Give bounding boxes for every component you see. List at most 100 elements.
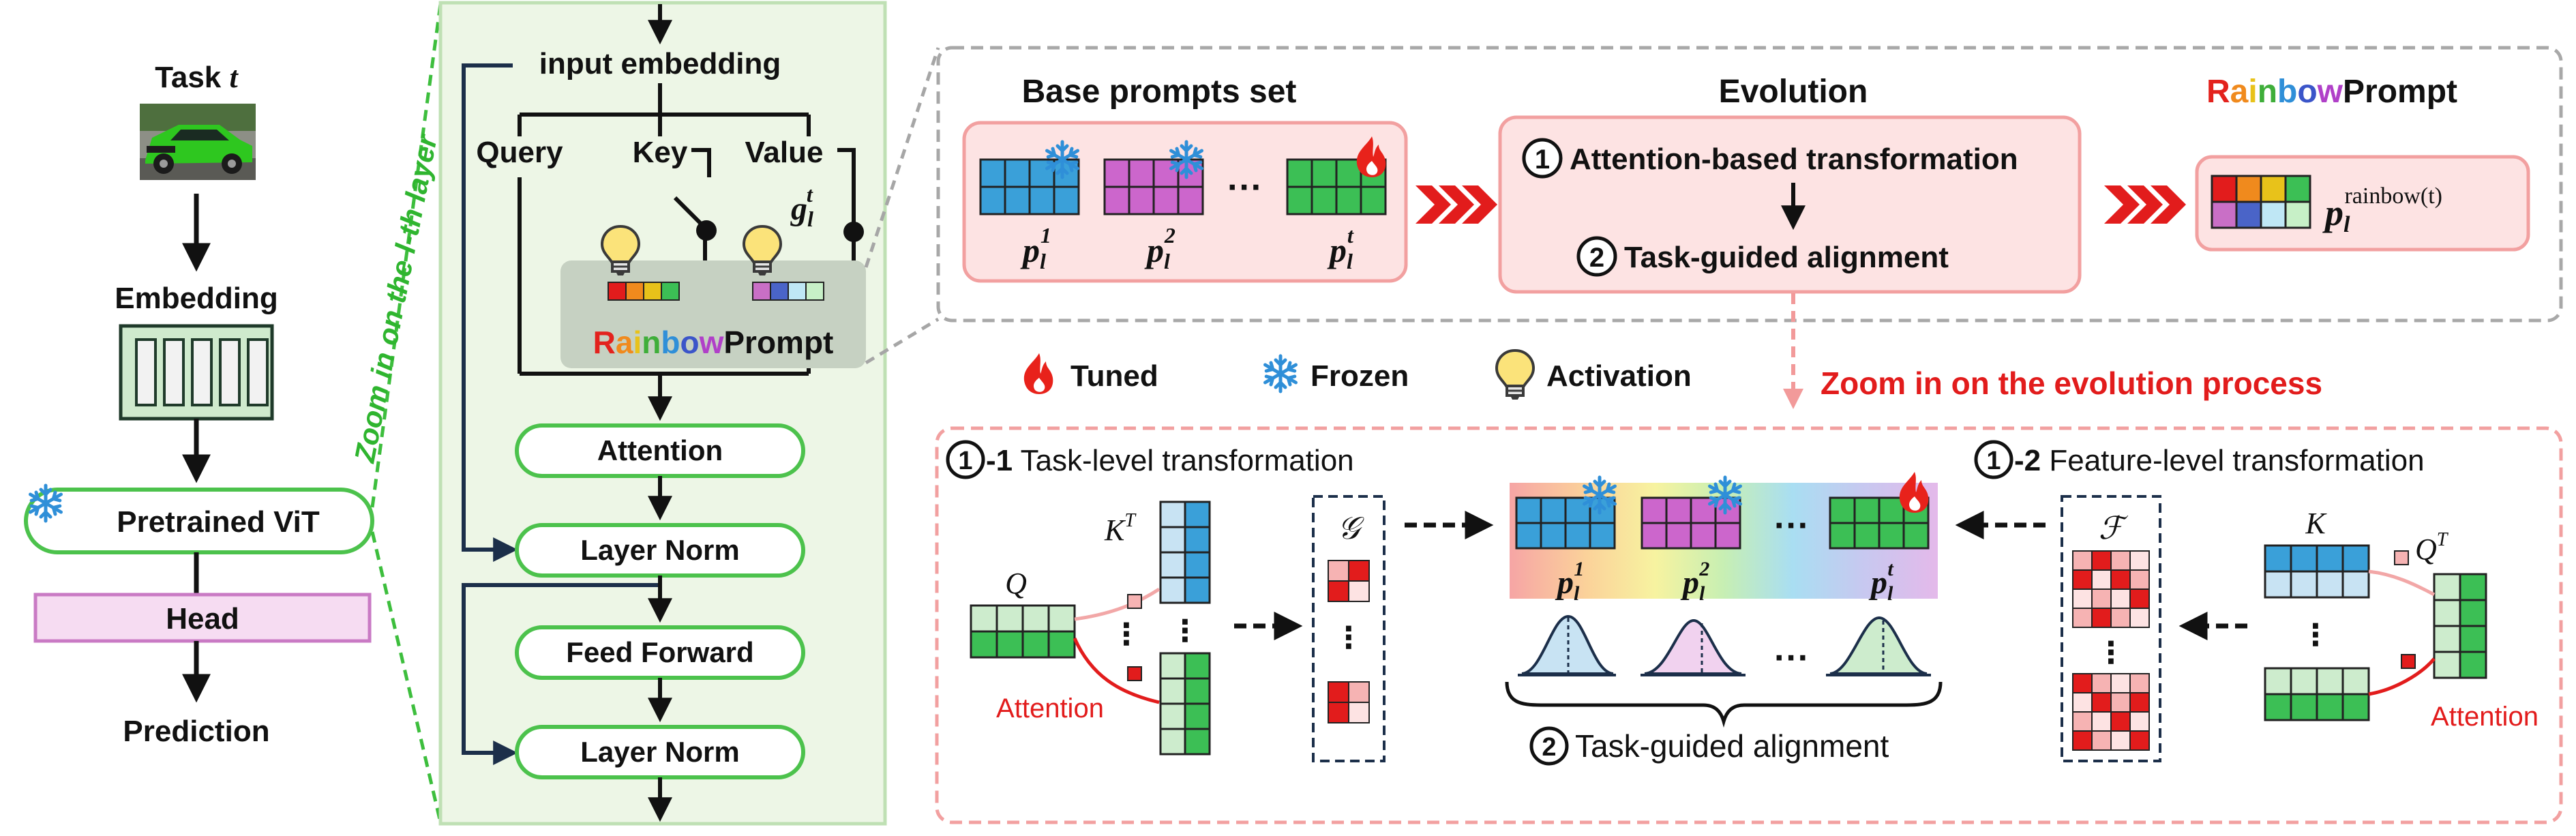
alignment-brace	[1505, 681, 1943, 728]
legend-tuned-flame-icon	[1023, 353, 1053, 394]
p1-label: pl1	[1020, 223, 1051, 273]
task-level-num: 1	[958, 447, 972, 475]
attention-score-dark-right	[2401, 654, 2416, 669]
head-box	[33, 593, 372, 643]
value-switch-node	[843, 222, 864, 242]
attention-label-right: Attention	[2431, 702, 2538, 732]
attention-link-top-left	[1074, 587, 1160, 621]
base-prompts-ellipsis: ···	[1227, 168, 1263, 207]
pretrained-vit-label: Pretrained ViT	[117, 505, 320, 539]
pt-label: plt	[1327, 223, 1354, 273]
task-level-title: -1 Task-level transformation	[986, 444, 1354, 477]
alignment-num: 2	[1542, 733, 1556, 762]
head-label: Head	[166, 602, 239, 636]
k-vdots: ⋮	[2301, 618, 2331, 652]
f-vdots: ⋮	[2096, 636, 2126, 670]
evolution-overview-panel: Base prompts set Evolution RainbowPrompt…	[936, 46, 2563, 323]
qt-label: QT	[2415, 529, 2449, 566]
f-grid-bottom	[2072, 673, 2150, 751]
q-label: Q	[1005, 567, 1027, 600]
q-vdots: ⋮	[1111, 618, 1141, 651]
legend-activation-bulb-icon	[1495, 349, 1535, 401]
kt-matrix-top	[1159, 501, 1211, 604]
kt-matrix-bottom	[1159, 652, 1211, 756]
k-label: K	[2305, 507, 2327, 540]
center-p2-label: pl2	[1680, 558, 1709, 605]
rainbowprompt-title-top: RainbowPrompt	[2206, 74, 2457, 110]
residual-line-2	[462, 583, 660, 765]
legend-tuned-label: Tuned	[1070, 359, 1158, 393]
zoom-prompt-line-top	[864, 47, 940, 268]
prediction-label: Prediction	[123, 715, 269, 748]
legend: Tuned Frozen Activation	[1023, 349, 1692, 401]
left-pipeline: Task t Embedding Pretrained ViT Head Pre…	[24, 61, 374, 748]
residual-line-1	[462, 63, 518, 562]
layer-panel: input embedding Query Key Value glt	[438, 1, 887, 826]
attention-label: Attention	[597, 434, 723, 466]
base-prompts-title: Base prompts set	[1022, 74, 1297, 110]
task-level-circle	[946, 440, 985, 479]
distribution-1	[1518, 614, 1616, 676]
zoom-line-bottom	[370, 531, 443, 823]
key-label: Key	[633, 136, 688, 169]
legend-activation-label: Activation	[1546, 359, 1692, 393]
zoom-evolution-label: Zoom in on the evolution process	[1821, 365, 2322, 401]
qkv-split	[518, 83, 811, 136]
legend-frozen-snowflake-icon	[1265, 356, 1296, 391]
attention-link-top-right	[2368, 569, 2436, 597]
attention-score-light-left	[1127, 594, 1142, 609]
rainbow-prompt-result-grid	[2211, 175, 2311, 229]
alignment-circle	[1529, 726, 1569, 766]
center-prompt-2	[1641, 496, 1741, 550]
feature-level-num: 1	[1986, 447, 2001, 475]
evolution-title: Evolution	[1719, 74, 1868, 110]
p-rainbow-label: plrainbow(t)	[2322, 183, 2442, 237]
attention-label-left: Attention	[996, 693, 1104, 723]
car-image	[140, 104, 256, 180]
k-matrix-top	[2264, 544, 2370, 599]
legend-frozen-label: Frozen	[1311, 359, 1409, 393]
layer-panel-bg	[438, 1, 887, 826]
feed-forward-label: Feed Forward	[566, 636, 753, 668]
distribution-ellipsis: ···	[1774, 638, 1810, 678]
zoom-prompt-line-bottom	[865, 317, 940, 365]
merge-into-attention	[518, 177, 811, 376]
q-matrix	[970, 604, 1076, 659]
step2-circle	[1576, 236, 1617, 277]
attention-link-bottom-left	[1073, 637, 1160, 704]
layer-norm-1-label: Layer Norm	[580, 534, 739, 566]
qt-matrix	[2433, 573, 2487, 679]
zoom-line-top	[370, 3, 443, 508]
attention-score-dark-left	[1127, 666, 1142, 681]
step1-num: 1	[1535, 145, 1550, 175]
value-label: Value	[745, 136, 824, 169]
center-p1-label: pl1	[1555, 558, 1584, 605]
query-label: Query	[476, 136, 563, 169]
zoom-layer-label: Zoom in on the l-th layer	[348, 130, 444, 465]
layer-norm-2-label: Layer Norm	[580, 736, 739, 768]
g-grid-bottom	[1328, 681, 1370, 723]
k-matrix-bottom	[2264, 667, 2370, 721]
g-grid-top	[1328, 560, 1370, 602]
g-vdots: ⋮	[1334, 621, 1364, 655]
rainbowprompt-label-layer: RainbowPrompt	[593, 325, 834, 360]
embedding-block	[119, 324, 274, 421]
feature-level-circle	[1974, 440, 2013, 479]
attention-score-light-right	[2394, 550, 2409, 565]
f-grid-top	[2072, 550, 2150, 628]
step1-circle	[1522, 138, 1563, 179]
embedding-label: Embedding	[115, 282, 278, 315]
gate-g-label: glt	[790, 182, 813, 231]
task-label: Task t	[155, 61, 239, 94]
chevron-arrow-2	[2104, 185, 2186, 224]
chevron-arrow-1	[1416, 185, 1497, 224]
center-ellipsis: ···	[1774, 506, 1810, 546]
feature-level-title: -2 Feature-level transformation	[2014, 444, 2425, 477]
rainbow-prompt-strip-1	[608, 282, 680, 301]
distribution-t	[1826, 616, 1931, 676]
p2-label: pl2	[1144, 223, 1175, 273]
center-pt-label: plt	[1868, 558, 1894, 605]
input-embedding-label: input embedding	[539, 47, 781, 80]
evolution-detail-panel: 1 -1 Task-level transformation 1 -2 Feat…	[935, 426, 2563, 824]
